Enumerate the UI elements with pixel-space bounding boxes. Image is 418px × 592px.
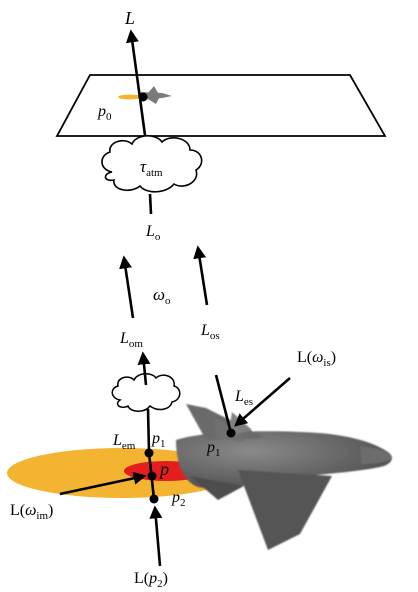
arrow-L-omega-is [234, 377, 291, 427]
label-L-om: Lom [119, 330, 143, 350]
label-L-omega-is: L(ωis) [297, 349, 336, 369]
label-omega-o: ωo [153, 285, 171, 307]
image-plane [55, 74, 387, 137]
label-p2: p2 [171, 489, 186, 509]
point-p0 [138, 92, 148, 102]
path-to-cloud [148, 193, 153, 215]
line-L-os [214, 374, 233, 434]
label-L-p2: L(p2) [134, 570, 168, 590]
line-cloud-to-p1 [146, 408, 151, 453]
output-radiance-arrow [125, 29, 149, 151]
image-aircraft-thumbnail [140, 86, 172, 104]
atmosphere-cloud-bottom [111, 373, 181, 412]
atmosphere-cloud-top [101, 135, 203, 193]
label-p0: p0 [97, 103, 112, 123]
label-L-es: Les [234, 388, 253, 408]
arrow-L-om [137, 351, 151, 386]
label-L-top: L [124, 8, 135, 28]
arrow-left-up [119, 255, 135, 319]
arrow-right-up [193, 245, 209, 306]
arrow-L-omega-im [59, 471, 147, 496]
label-L-em: Lem [112, 432, 136, 452]
label-tau-atm: τatm [140, 157, 163, 179]
line-p1-to-p2 [147, 452, 156, 500]
label-L-os: Los [200, 322, 220, 342]
label-p1-left: p1 [151, 430, 166, 450]
label-L-o: Lo [145, 223, 161, 243]
label-p: p [158, 459, 169, 479]
aircraft [176, 404, 392, 550]
label-L-omega-im: L(ωim) [10, 502, 53, 522]
point-p1-right [226, 428, 236, 438]
image-footprint-yellow [118, 94, 142, 100]
label-p1-right: p1 [206, 439, 221, 459]
arrow-L-p2 [149, 505, 163, 567]
